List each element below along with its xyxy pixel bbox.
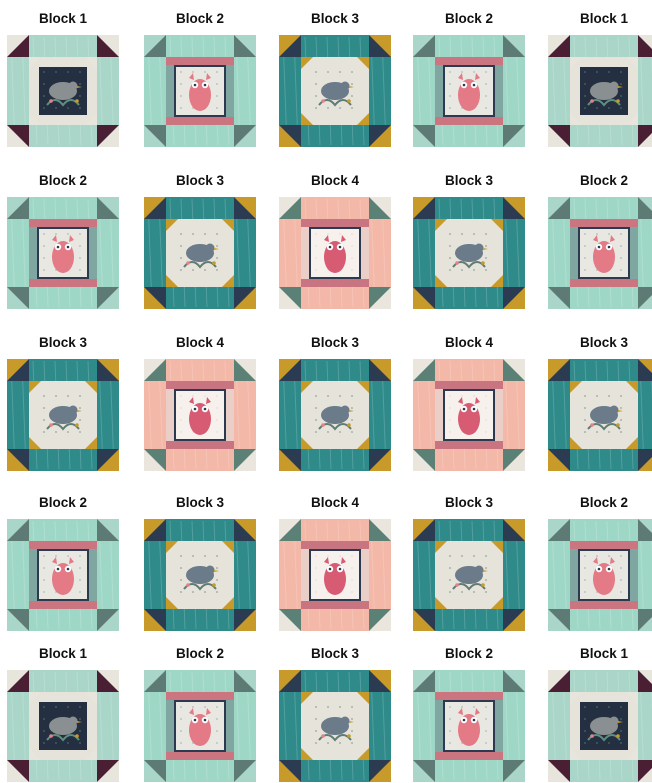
block2-quilt-block-image: [413, 670, 525, 782]
quilt-block-graphic: [548, 519, 652, 631]
quilt-block-graphic: [548, 359, 652, 471]
quilt-block-graphic: [7, 519, 119, 631]
block-label: Block 2: [413, 643, 525, 665]
block1-quilt-block-image: [548, 35, 652, 147]
block3-quilt-block-image: [144, 197, 256, 309]
block-label: Block 2: [144, 8, 256, 30]
block2-quilt-block-image: [7, 197, 119, 309]
quilt-block-graphic: [144, 197, 256, 309]
block4-quilt-block-image: [413, 359, 525, 471]
block-label: Block 2: [413, 8, 525, 30]
quilt-block-graphic: [413, 197, 525, 309]
block-label: Block 3: [144, 170, 256, 192]
quilt-block-graphic: [413, 670, 525, 782]
block2-quilt-block-image: [548, 519, 652, 631]
quilt-block-graphic: [279, 359, 391, 471]
quilt-block-graphic: [7, 670, 119, 782]
block-label: Block 3: [413, 170, 525, 192]
block1-quilt-block-image: [548, 670, 652, 782]
block3-quilt-block-image: [144, 519, 256, 631]
block-label: Block 1: [7, 8, 119, 30]
block-label: Block 2: [7, 170, 119, 192]
block2-quilt-block-image: [413, 35, 525, 147]
block-label: Block 2: [144, 643, 256, 665]
block-label: Block 1: [548, 643, 652, 665]
block-label: Block 4: [413, 332, 525, 354]
block-label: Block 3: [144, 492, 256, 514]
block-label: Block 3: [279, 8, 391, 30]
block4-quilt-block-image: [144, 359, 256, 471]
block1-quilt-block-image: [7, 35, 119, 147]
block-label: Block 3: [413, 492, 525, 514]
block-label: Block 2: [548, 170, 652, 192]
block-label: Block 1: [7, 643, 119, 665]
quilt-block-graphic: [413, 519, 525, 631]
block-label: Block 2: [7, 492, 119, 514]
quilt-block-graphic: [548, 670, 652, 782]
quilt-block-graphic: [279, 519, 391, 631]
block3-quilt-block-image: [413, 519, 525, 631]
block-label: Block 2: [548, 492, 652, 514]
block2-quilt-block-image: [548, 197, 652, 309]
block-label: Block 3: [7, 332, 119, 354]
quilt-block-graphic: [144, 519, 256, 631]
quilt-block-graphic: [548, 197, 652, 309]
block-label: Block 4: [144, 332, 256, 354]
quilt-block-graphic: [413, 35, 525, 147]
block3-quilt-block-image: [279, 35, 391, 147]
block4-quilt-block-image: [279, 197, 391, 309]
block3-quilt-block-image: [279, 670, 391, 782]
quilt-block-graphic: [144, 35, 256, 147]
block3-quilt-block-image: [279, 359, 391, 471]
block4-quilt-block-image: [279, 519, 391, 631]
block3-quilt-block-image: [7, 359, 119, 471]
quilt-block-graphic: [279, 197, 391, 309]
block-label: Block 3: [279, 332, 391, 354]
block-label: Block 4: [279, 170, 391, 192]
quilt-block-graphic: [413, 359, 525, 471]
block3-quilt-block-image: [413, 197, 525, 309]
block2-quilt-block-image: [144, 670, 256, 782]
quilt-block-graphic: [144, 359, 256, 471]
quilt-block-graphic: [279, 35, 391, 147]
block-label: Block 3: [279, 643, 391, 665]
quilt-block-graphic: [548, 35, 652, 147]
quilt-block-graphic: [279, 670, 391, 782]
block1-quilt-block-image: [7, 670, 119, 782]
quilt-block-graphic: [144, 670, 256, 782]
block2-quilt-block-image: [7, 519, 119, 631]
block2-quilt-block-image: [144, 35, 256, 147]
block-label: Block 3: [548, 332, 652, 354]
quilt-block-graphic: [7, 35, 119, 147]
quilt-block-graphic: [7, 197, 119, 309]
quilt-block-graphic: [7, 359, 119, 471]
block3-quilt-block-image: [548, 359, 652, 471]
block-label: Block 1: [548, 8, 652, 30]
block-label: Block 4: [279, 492, 391, 514]
